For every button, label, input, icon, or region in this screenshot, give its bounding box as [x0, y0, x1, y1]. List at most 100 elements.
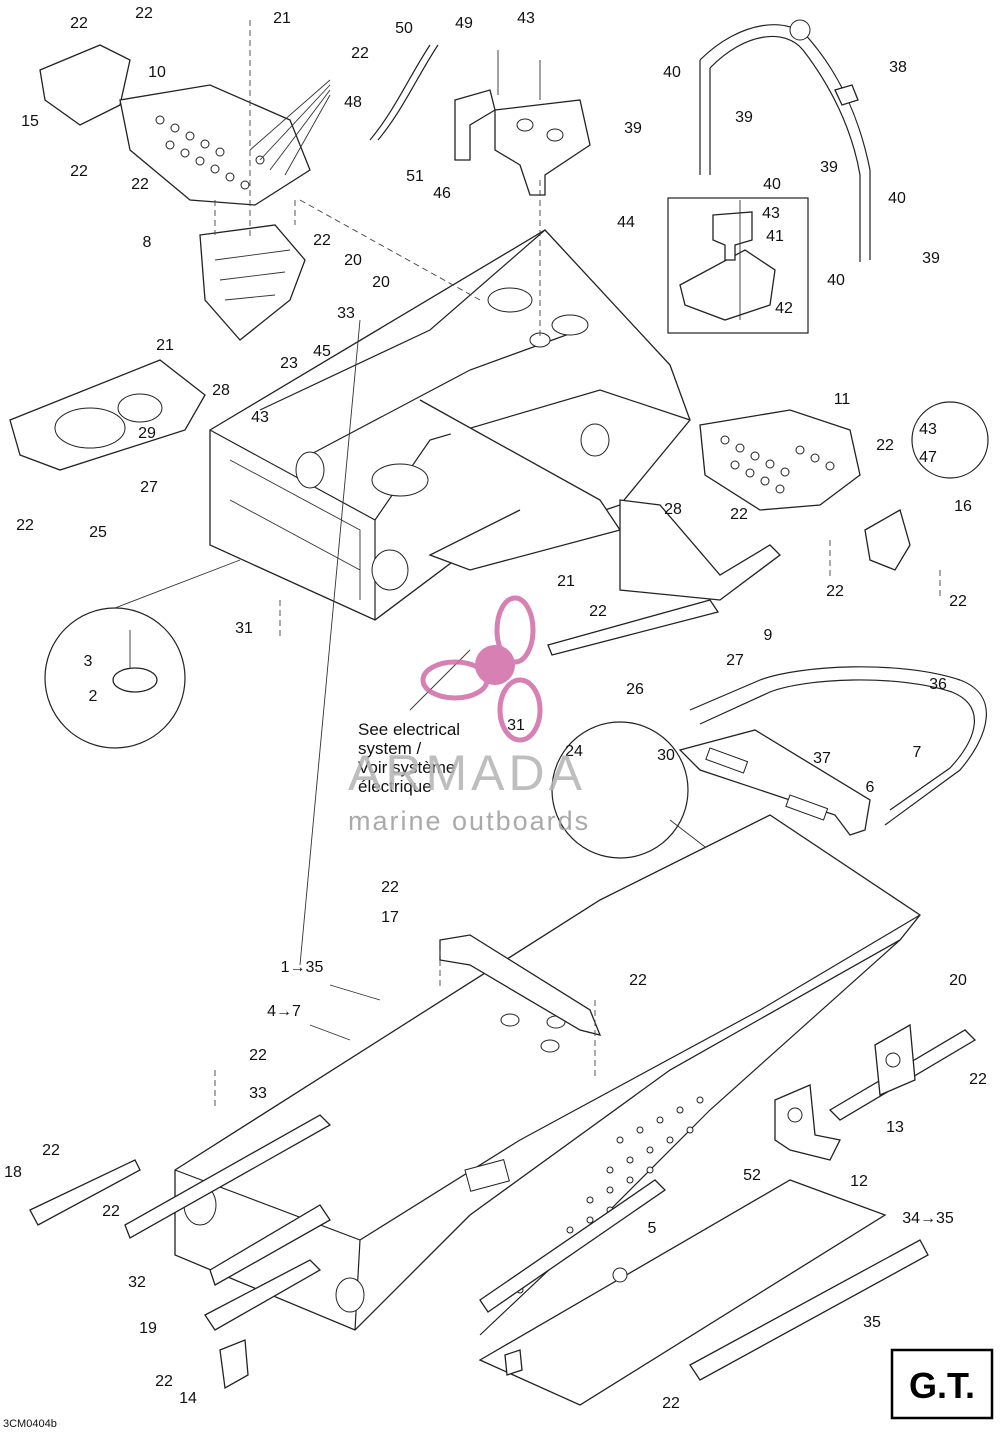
- bracket-12: [774, 1084, 841, 1161]
- part-callout: 31: [507, 717, 525, 734]
- part-callout: 5: [648, 1220, 657, 1237]
- note-line-1: See electrical: [358, 720, 460, 739]
- part-callout: 35: [863, 1314, 881, 1331]
- part-callout: 22: [155, 1373, 173, 1390]
- part-callout: 21: [557, 573, 575, 590]
- part-callout: 45: [313, 343, 331, 360]
- part-callout: 15: [21, 113, 39, 130]
- part-callout: 31: [235, 620, 253, 637]
- part-callout: 10: [148, 64, 166, 81]
- part-callout: 40: [763, 176, 781, 193]
- part-callout: 20: [344, 252, 362, 269]
- part-callout: 22: [42, 1142, 60, 1159]
- part-callout: 9: [764, 627, 773, 644]
- part-callout: 43: [251, 409, 269, 426]
- part-callout: 1→35: [281, 959, 324, 976]
- part-callout: 4→7: [267, 1003, 301, 1020]
- part-callout: 11: [834, 391, 851, 408]
- watermark-tagline: marine outboards: [348, 806, 590, 836]
- part-callout: 52: [743, 1167, 761, 1184]
- part-callout: 22: [969, 1071, 987, 1088]
- rail-18: [29, 1159, 141, 1226]
- part-callout: 16: [954, 498, 972, 515]
- part-callout: 22: [102, 1203, 120, 1220]
- part-callout: 48: [344, 94, 362, 111]
- part-callout: 44: [617, 214, 635, 231]
- part-callout: 40: [827, 272, 845, 289]
- part-callout: 21: [156, 337, 174, 354]
- strap-48: [369, 44, 439, 141]
- note-line-4: électrique: [358, 777, 432, 796]
- part-callout: 2: [89, 688, 98, 705]
- part-callout: 42: [775, 300, 793, 317]
- part-callout: 39: [624, 120, 642, 137]
- part-callout: 18: [4, 1164, 22, 1181]
- part-callout: 43: [517, 10, 535, 27]
- steering-support-38: [699, 19, 871, 262]
- part-callout: 8: [143, 234, 152, 251]
- model-badge: G.T.: [890, 1348, 994, 1420]
- part-callout: 22: [313, 232, 331, 249]
- part-callout: 33: [249, 1085, 267, 1102]
- armada-watermark: ARMADA marine outboards: [348, 595, 590, 836]
- watermark-brand: ARMADA: [348, 745, 586, 801]
- part-callout: 47: [919, 449, 937, 466]
- note-line-3: Voir système: [358, 758, 455, 777]
- part-callout: 20: [372, 274, 390, 291]
- drawing-code: 3CM0404b: [3, 1418, 57, 1430]
- part-callout: 22: [629, 972, 647, 989]
- part-callout: 22: [826, 583, 844, 600]
- part-callout: 13: [886, 1119, 904, 1136]
- part-callout: 27: [140, 479, 158, 496]
- part-callout: 43: [919, 421, 937, 438]
- part-callout: 27: [726, 652, 744, 669]
- footrest-bracket-right: [699, 401, 989, 571]
- part-callout: 28: [664, 501, 682, 518]
- part-callout: 32: [128, 1274, 146, 1291]
- part-callout: 3: [84, 653, 93, 670]
- rail-32: [124, 1114, 332, 1331]
- part-callout: 22: [876, 437, 894, 454]
- part-callout: 17: [381, 909, 399, 926]
- propeller-logo-icon: [420, 595, 543, 743]
- part-callout: 51: [406, 168, 424, 185]
- brace-9: [547, 499, 781, 656]
- part-callout: 39: [922, 250, 940, 267]
- model-badge-text: G.T.: [909, 1365, 975, 1406]
- footrest-bracket-left: [39, 44, 331, 206]
- part-callout: 34→35: [902, 1210, 954, 1227]
- part-callout: 40: [663, 64, 681, 81]
- detail-circle-left: [44, 559, 241, 749]
- part-callout: 41: [766, 228, 784, 245]
- part-callout: 22: [949, 593, 967, 610]
- part-callout: 20: [949, 972, 967, 989]
- part-callout: 14: [179, 1390, 197, 1407]
- part-callout: 22: [16, 517, 34, 534]
- part-callout: 6: [866, 779, 875, 796]
- tunnel-body: [174, 814, 921, 1336]
- part-callout: 22: [249, 1047, 267, 1064]
- bracket-assembly-8: [199, 200, 306, 341]
- part-callout: 40: [888, 190, 906, 207]
- part-callout: 22: [730, 506, 748, 523]
- part-callout: 29: [138, 425, 156, 442]
- rail-35: [689, 1239, 929, 1381]
- part-callout: 43: [762, 205, 780, 222]
- part-callout: 33: [337, 305, 355, 322]
- part-callout: 37: [813, 750, 831, 767]
- part-callout: 22: [381, 879, 399, 896]
- part-callout: 22: [351, 45, 369, 62]
- part-callout: 39: [735, 109, 753, 126]
- chassis-frame: [209, 229, 691, 621]
- handle-36: [678, 666, 987, 836]
- part-callout: 22: [135, 5, 153, 22]
- note-line-2: system /: [358, 739, 422, 758]
- part-callout: 24: [565, 743, 583, 760]
- cover-25: [9, 359, 206, 471]
- part-callout: 22: [70, 15, 88, 32]
- part-callout: 28: [212, 382, 230, 399]
- part-callout: 22: [589, 603, 607, 620]
- part-callout: 22: [662, 1395, 680, 1412]
- part-callout: 36: [929, 676, 947, 693]
